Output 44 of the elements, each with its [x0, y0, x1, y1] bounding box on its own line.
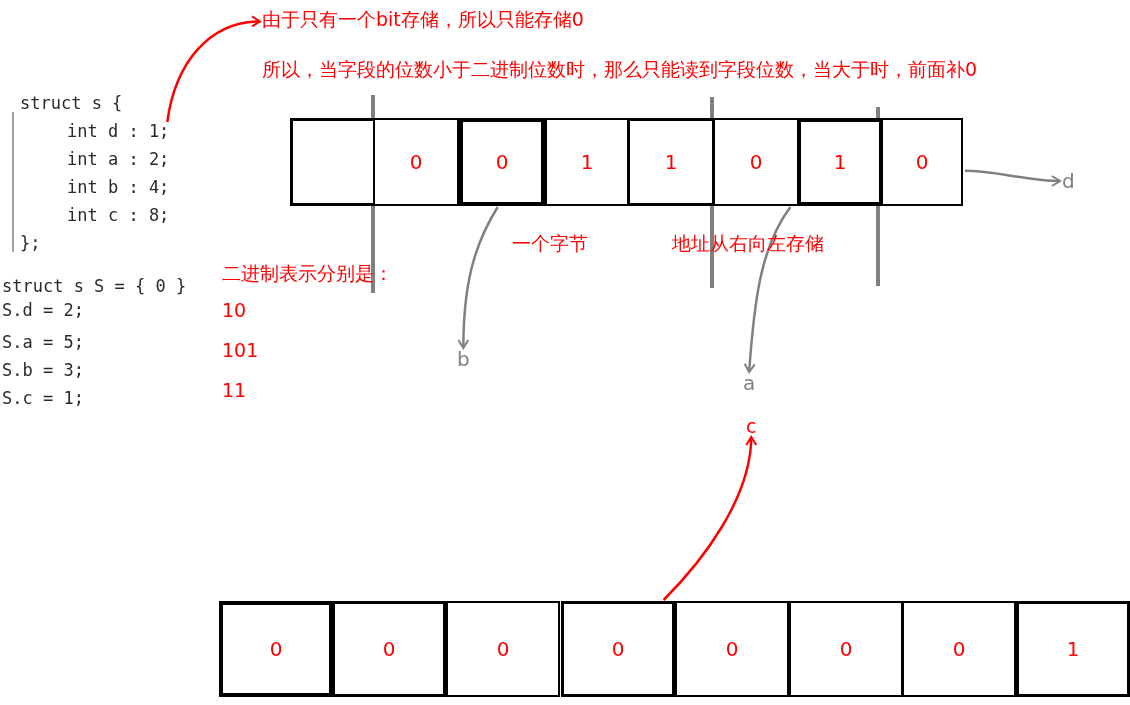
arrow: [964, 169, 1061, 187]
code-line: int c : 8;: [67, 207, 170, 224]
bit-cell: 0: [713, 118, 799, 206]
bit-cell: 0: [446, 601, 560, 697]
bit-cell: 1: [797, 118, 883, 206]
bit-cell: 0: [675, 601, 789, 697]
code-line: struct s S = { 0 }: [2, 278, 187, 295]
bit-cell: 0: [459, 118, 545, 206]
bit-cell: 0: [881, 118, 963, 206]
bit-cell: 0: [332, 601, 446, 697]
bit-cell: 0: [561, 601, 675, 697]
code-line: };: [20, 235, 41, 252]
note-text: c: [746, 417, 757, 436]
code-line: int b : 4;: [67, 179, 170, 196]
note-text: 一个字节: [512, 234, 588, 253]
bit-cell: 0: [789, 601, 903, 697]
bit-cell: 1: [545, 118, 629, 206]
bit-cell: 0: [373, 118, 459, 206]
field-name: d: [1062, 171, 1075, 191]
code-line: S.b = 3;: [2, 362, 84, 379]
binary-value: 101: [222, 341, 259, 360]
bit-cell: 0: [902, 601, 1016, 697]
code-line: int d : 1;: [67, 123, 170, 140]
code-line: S.a = 5;: [2, 334, 84, 351]
arrow: [662, 436, 757, 601]
note-text: 由于只有一个bit存储，所以只能存储0: [262, 10, 584, 29]
code-line: S.d = 2;: [2, 302, 84, 319]
bit-cell: 0: [219, 601, 333, 697]
note-text: 所以，当字段的位数小于二进制位数时，那么只能读到字段位数，当大于时，前面补0: [262, 60, 978, 79]
note-text: 二进制表示分别是：: [222, 264, 393, 283]
note-text: 地址从右向左存储: [672, 234, 824, 253]
arrow: [743, 206, 792, 373]
field-name: b: [457, 349, 470, 369]
code-line: S.c = 1;: [2, 390, 84, 407]
bit-cell: [290, 118, 376, 206]
field-name: a: [743, 373, 756, 393]
arrow: [166, 15, 261, 123]
binary-value: 10: [222, 301, 247, 320]
binary-value: 11: [222, 381, 247, 400]
bit-cell: 1: [1016, 601, 1130, 697]
code-line: struct s {: [20, 95, 123, 112]
code-line: int a : 2;: [67, 151, 170, 168]
arrow: [457, 206, 499, 349]
bit-cell: 1: [627, 118, 715, 206]
